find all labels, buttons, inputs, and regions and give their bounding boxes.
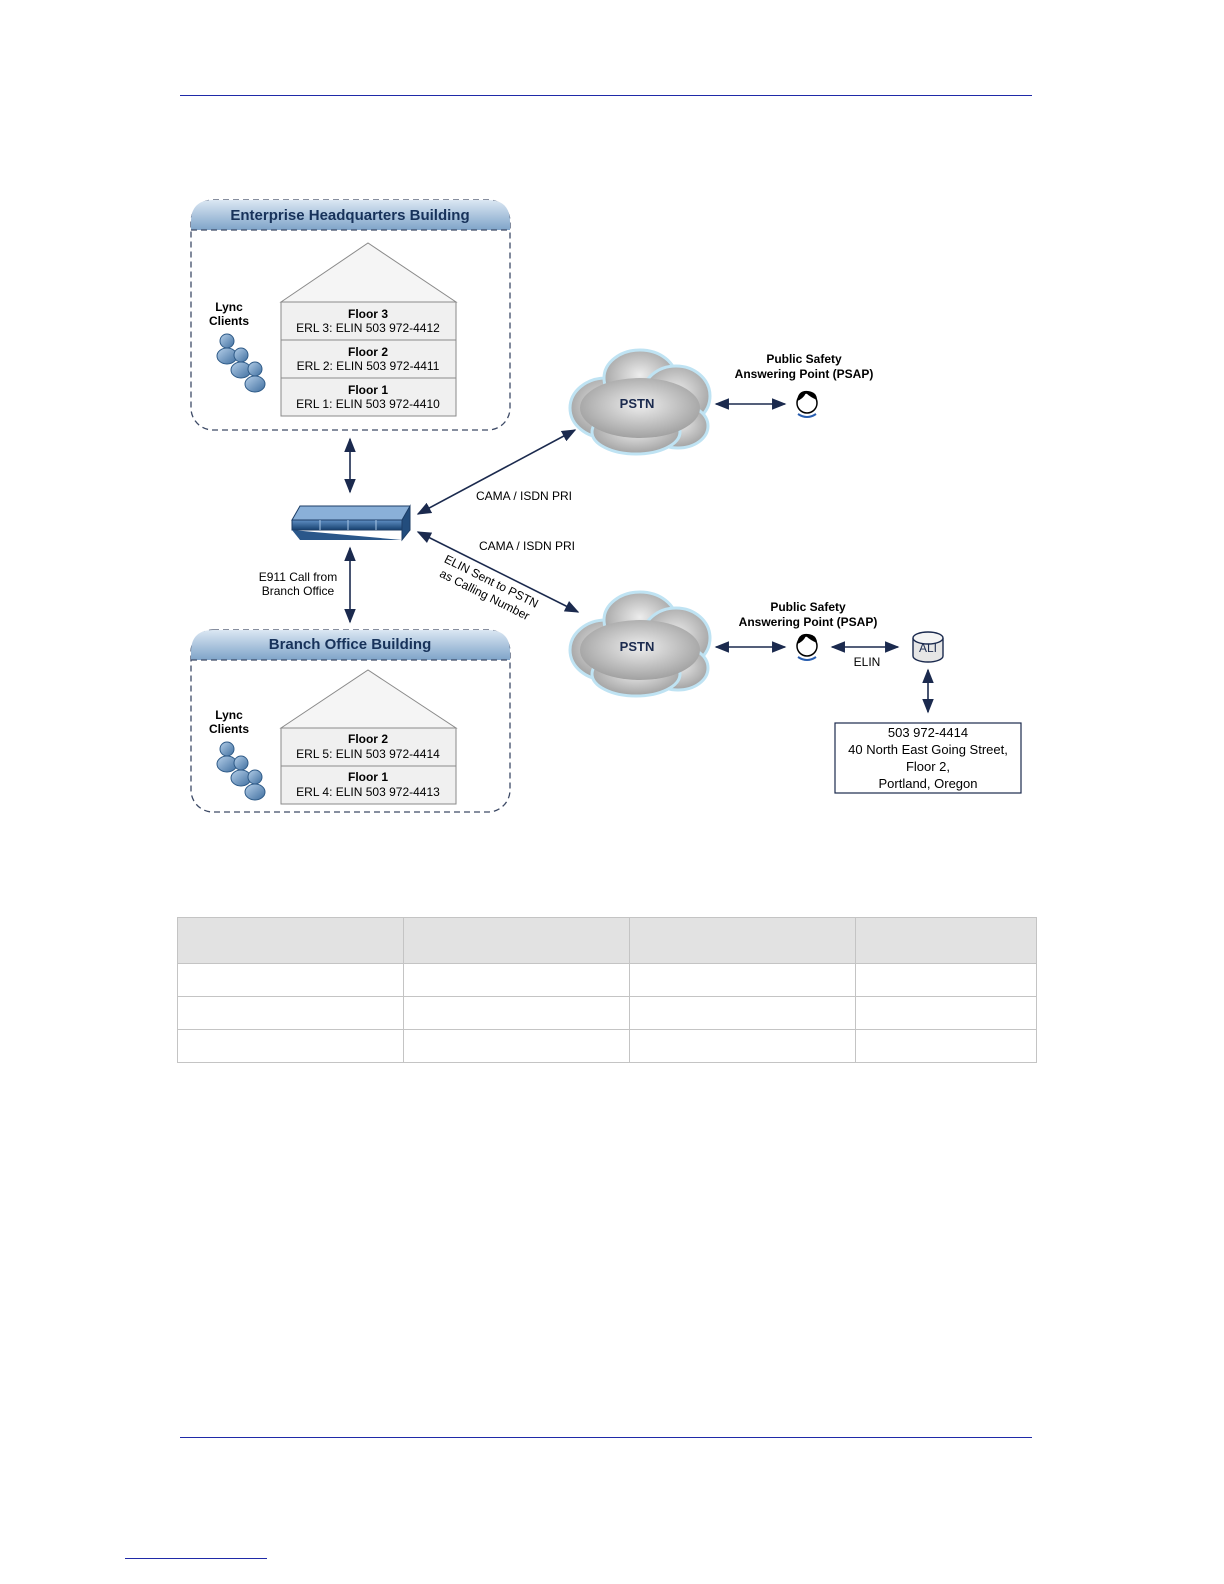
table-header-cell: [403, 917, 630, 964]
branch-building: Branch Office Building Floor 2 ERL 5: EL…: [190, 629, 511, 813]
connection-arrows: [344, 398, 934, 714]
ali-record-box: 503 972-4414 40 North East Going Street,…: [834, 722, 1022, 794]
ali-record-line: Floor 2,: [906, 759, 950, 774]
ali-label: ALI: [919, 641, 937, 655]
table-cell: [629, 996, 856, 1030]
table-cell: [403, 1029, 630, 1063]
hq-floor-erl: ERL 2: ELIN 503 972-4411: [297, 359, 440, 373]
branch-floor-erl: ERL 4: ELIN 503 972-4413: [296, 785, 440, 799]
table-cell: [629, 1029, 856, 1063]
table-row: [177, 1029, 1037, 1063]
table-cell: [855, 1029, 1037, 1063]
table-cell: [177, 963, 404, 997]
table-cell: [177, 1029, 404, 1063]
psap-bottom-label: Answering Point (PSAP): [739, 615, 878, 629]
pstn-cloud-icon: PSTN: [568, 348, 712, 456]
hq-floor-erl: ERL 1: ELIN 503 972-4410: [296, 397, 440, 411]
elin-label: ELIN: [854, 655, 881, 669]
branch-building-title: Branch Office Building: [269, 636, 432, 653]
ali-record-line: 503 972-4414: [888, 725, 968, 740]
hq-building-title: Enterprise Headquarters Building: [230, 207, 469, 224]
table-cell: [403, 996, 630, 1030]
table-header-cell: [855, 917, 1037, 964]
pstn-label: PSTN: [620, 639, 655, 654]
psap-top-label: Answering Point (PSAP): [735, 367, 874, 381]
footer-link-underline: [125, 1558, 267, 1559]
psap-bottom-label: Public Safety: [770, 600, 846, 614]
table-row: [177, 996, 1037, 1030]
table-cell: [177, 996, 404, 1030]
hq-floor-name: Floor 2: [348, 345, 388, 359]
link-upper-label: CAMA / ISDN PRI: [476, 489, 572, 503]
table-cell: [855, 963, 1037, 997]
pstn-label: PSTN: [620, 396, 655, 411]
hq-floor-erl: ERL 3: ELIN 503 972-4412: [296, 321, 440, 335]
ali-record-line: Portland, Oregon: [878, 776, 977, 791]
branch-call-label: Branch Office: [262, 584, 335, 598]
ali-database-icon: ALI: [912, 631, 944, 663]
mapping-table: [177, 917, 1037, 1063]
header-rule: [180, 95, 1032, 96]
table-header-cell: [177, 917, 404, 964]
hq-clients-label: Clients: [209, 314, 249, 328]
branch-call-label: E911 Call from: [259, 570, 337, 584]
branch-floor-name: Floor 1: [348, 770, 388, 784]
operator-icon: [796, 390, 818, 418]
gateway-device-icon: [291, 504, 411, 542]
table-cell: [629, 963, 856, 997]
table-cell: [855, 996, 1037, 1030]
hq-floor-name: Floor 1: [348, 383, 388, 397]
branch-clients-label: Lync: [215, 708, 243, 722]
operator-icon: [796, 633, 818, 661]
hq-floor-name: Floor 3: [348, 307, 388, 321]
hq-building: Enterprise Headquarters Building Floor 3…: [190, 199, 511, 431]
table-header-cell: [629, 917, 856, 964]
pstn-cloud-icon: PSTN: [568, 590, 712, 698]
lync-clients-icon: [216, 741, 266, 801]
ali-record-line: 40 North East Going Street,: [848, 742, 1008, 757]
branch-floor-name: Floor 2: [348, 732, 388, 746]
table-header-row: [177, 917, 1037, 964]
hq-clients-label: Lync: [215, 300, 243, 314]
e911-diagram: Enterprise Headquarters Building Floor 3…: [190, 199, 1022, 813]
branch-floor-erl: ERL 5: ELIN 503 972-4414: [296, 747, 440, 761]
table-cell: [403, 963, 630, 997]
psap-top-label: Public Safety: [766, 352, 842, 366]
branch-clients-label: Clients: [209, 722, 249, 736]
table-row: [177, 963, 1037, 997]
lync-clients-icon: [216, 333, 266, 393]
link-lower-label: CAMA / ISDN PRI: [479, 539, 575, 553]
footer-rule: [180, 1437, 1032, 1438]
